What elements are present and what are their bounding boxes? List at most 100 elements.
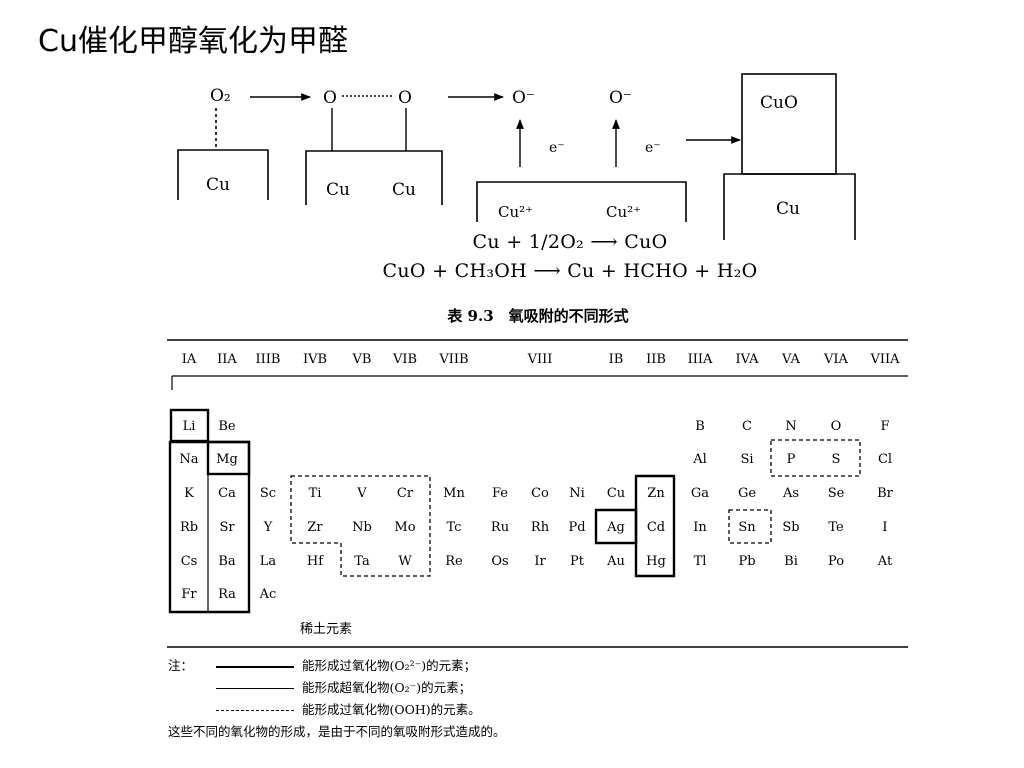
element-cell: Sc [260, 486, 276, 501]
element-cell: B [695, 419, 705, 434]
element-cell: Ag [606, 520, 625, 535]
element-cell: Pt [570, 554, 585, 569]
legend-dashed-line [216, 710, 294, 711]
element-cell: Hf [307, 554, 324, 569]
cu2plus-label-right: Cu²⁺ [606, 203, 641, 221]
cu-label-2b: Cu [392, 180, 416, 200]
group-header: IIA [217, 352, 237, 367]
o2-label: O₂ [210, 86, 231, 106]
element-cell: I [882, 520, 887, 535]
footnote-caption: 这些不同的氧化物的形成，是由于不同的氧吸附形式造成的。 [168, 724, 506, 739]
element-cell: Sr [219, 520, 235, 535]
element-cell: F [880, 419, 889, 434]
element-cell: Nb [352, 520, 372, 535]
rare-earth-label: 稀土元素 [300, 622, 352, 637]
cuo-label: CuO [760, 93, 798, 113]
element-cell: Sn [738, 520, 756, 535]
element-cell: Bi [784, 554, 798, 569]
group-header: VA [781, 352, 801, 367]
equation-2: CuO + CH₃OH ⟶ Cu + HCHO + H₂O [382, 260, 758, 282]
element-cell: Ru [491, 520, 509, 535]
cu2plus-label-left: Cu²⁺ [498, 203, 533, 221]
element-cell: Li [183, 419, 196, 434]
group-header: VIB [392, 352, 417, 367]
group-header: IIIB [256, 352, 281, 367]
cu-label-4: Cu [776, 199, 800, 219]
element-cell: Pb [738, 554, 755, 569]
element-cell: K [184, 486, 194, 501]
cu-block-4 [723, 173, 856, 240]
group-header: VB [352, 352, 372, 367]
element-cell: P [787, 452, 796, 467]
element-cell: Re [445, 554, 463, 569]
legend-bold-line [216, 666, 294, 668]
reaction-equations: Cu + 1/2O₂ ⟶ CuO CuO + CH₃OH ⟶ Cu + HCHO… [340, 228, 800, 286]
table-title: 表 9.3 氧吸附的不同形式 [447, 307, 629, 325]
element-cell: Ge [738, 486, 756, 501]
group-header: IVA [735, 352, 759, 367]
group-header: IA [182, 352, 197, 367]
cuo-block [741, 73, 837, 175]
element-cell: Zr [307, 520, 323, 535]
element-cell: Cr [397, 486, 414, 501]
element-cell: V [356, 486, 367, 501]
element-cell: Rh [531, 520, 550, 535]
element-cell: Ba [218, 554, 236, 569]
element-cell: As [782, 486, 799, 501]
footnote-ooh: 能形成过氧化物(OOH)的元素。 [302, 702, 481, 717]
cu-block-2 [305, 150, 443, 205]
group-header: IIIA [688, 352, 713, 367]
element-cell: Mg [216, 452, 238, 467]
element-cell: Tc [447, 520, 462, 535]
electron-label-left: e⁻ [549, 140, 565, 156]
element-cell: Ga [691, 486, 709, 501]
element-cell: Ca [218, 486, 236, 501]
element-cell: Al [692, 452, 707, 467]
group-header: VIIB [438, 352, 468, 367]
group-header: VIA [823, 352, 849, 367]
cu2plus-block [476, 181, 687, 222]
o-label-right: O [398, 88, 412, 108]
equation-1: Cu + 1/2O₂ ⟶ CuO [472, 231, 668, 253]
o-minus-left: O⁻ [512, 88, 535, 108]
element-cell: Ni [569, 486, 585, 501]
element-cell: Sb [782, 520, 799, 535]
element-cell: C [742, 419, 752, 434]
peroxide-region-alkali [168, 440, 251, 614]
element-cell: Cd [647, 520, 665, 535]
element-cell: Be [218, 419, 236, 434]
element-cell: W [398, 554, 412, 569]
element-cell: At [877, 554, 893, 569]
element-cell: Ti [309, 486, 322, 501]
element-cell: Os [491, 554, 508, 569]
ooh-region-p-s [770, 439, 861, 477]
footnote-label: 注： [168, 658, 194, 673]
group-header: VIIA [869, 352, 900, 367]
element-cell: Pd [568, 520, 585, 535]
peroxide-box-ag [594, 508, 638, 545]
ooh-region-sn [728, 509, 772, 544]
element-cell: Mn [443, 486, 465, 501]
slide-title: Cu催化甲醇氧化为甲醛 [38, 24, 348, 59]
footnote-superoxide: 能形成超氧化物(O₂⁻)的元素； [302, 680, 472, 695]
element-cell: Ta [354, 554, 370, 569]
element-cell: N [785, 419, 796, 434]
group-header: IB [609, 352, 624, 367]
element-cell: Tl [694, 554, 707, 569]
element-cell: Ac [259, 587, 277, 602]
element-cell: Fr [181, 587, 197, 602]
cu-label-1: Cu [206, 175, 230, 195]
element-cell: La [260, 554, 277, 569]
electron-label-right: e⁻ [645, 140, 661, 156]
element-cell: Ir [534, 554, 546, 569]
element-cell: Ra [218, 587, 236, 602]
element-cell: Cs [181, 554, 198, 569]
group-header: VIII [527, 352, 553, 367]
adsorption-diagram: O₂ Cu O O Cu Cu O⁻ O⁻ e⁻ e⁻ Cu²⁺ Cu²⁺ Cu… [177, 73, 856, 240]
footnote-peroxide: 能形成过氧化物(O₂²⁻)的元素； [302, 658, 477, 673]
legend-thin-line [216, 688, 294, 689]
o-label-left: O [323, 88, 337, 108]
element-cell: Br [877, 486, 894, 501]
